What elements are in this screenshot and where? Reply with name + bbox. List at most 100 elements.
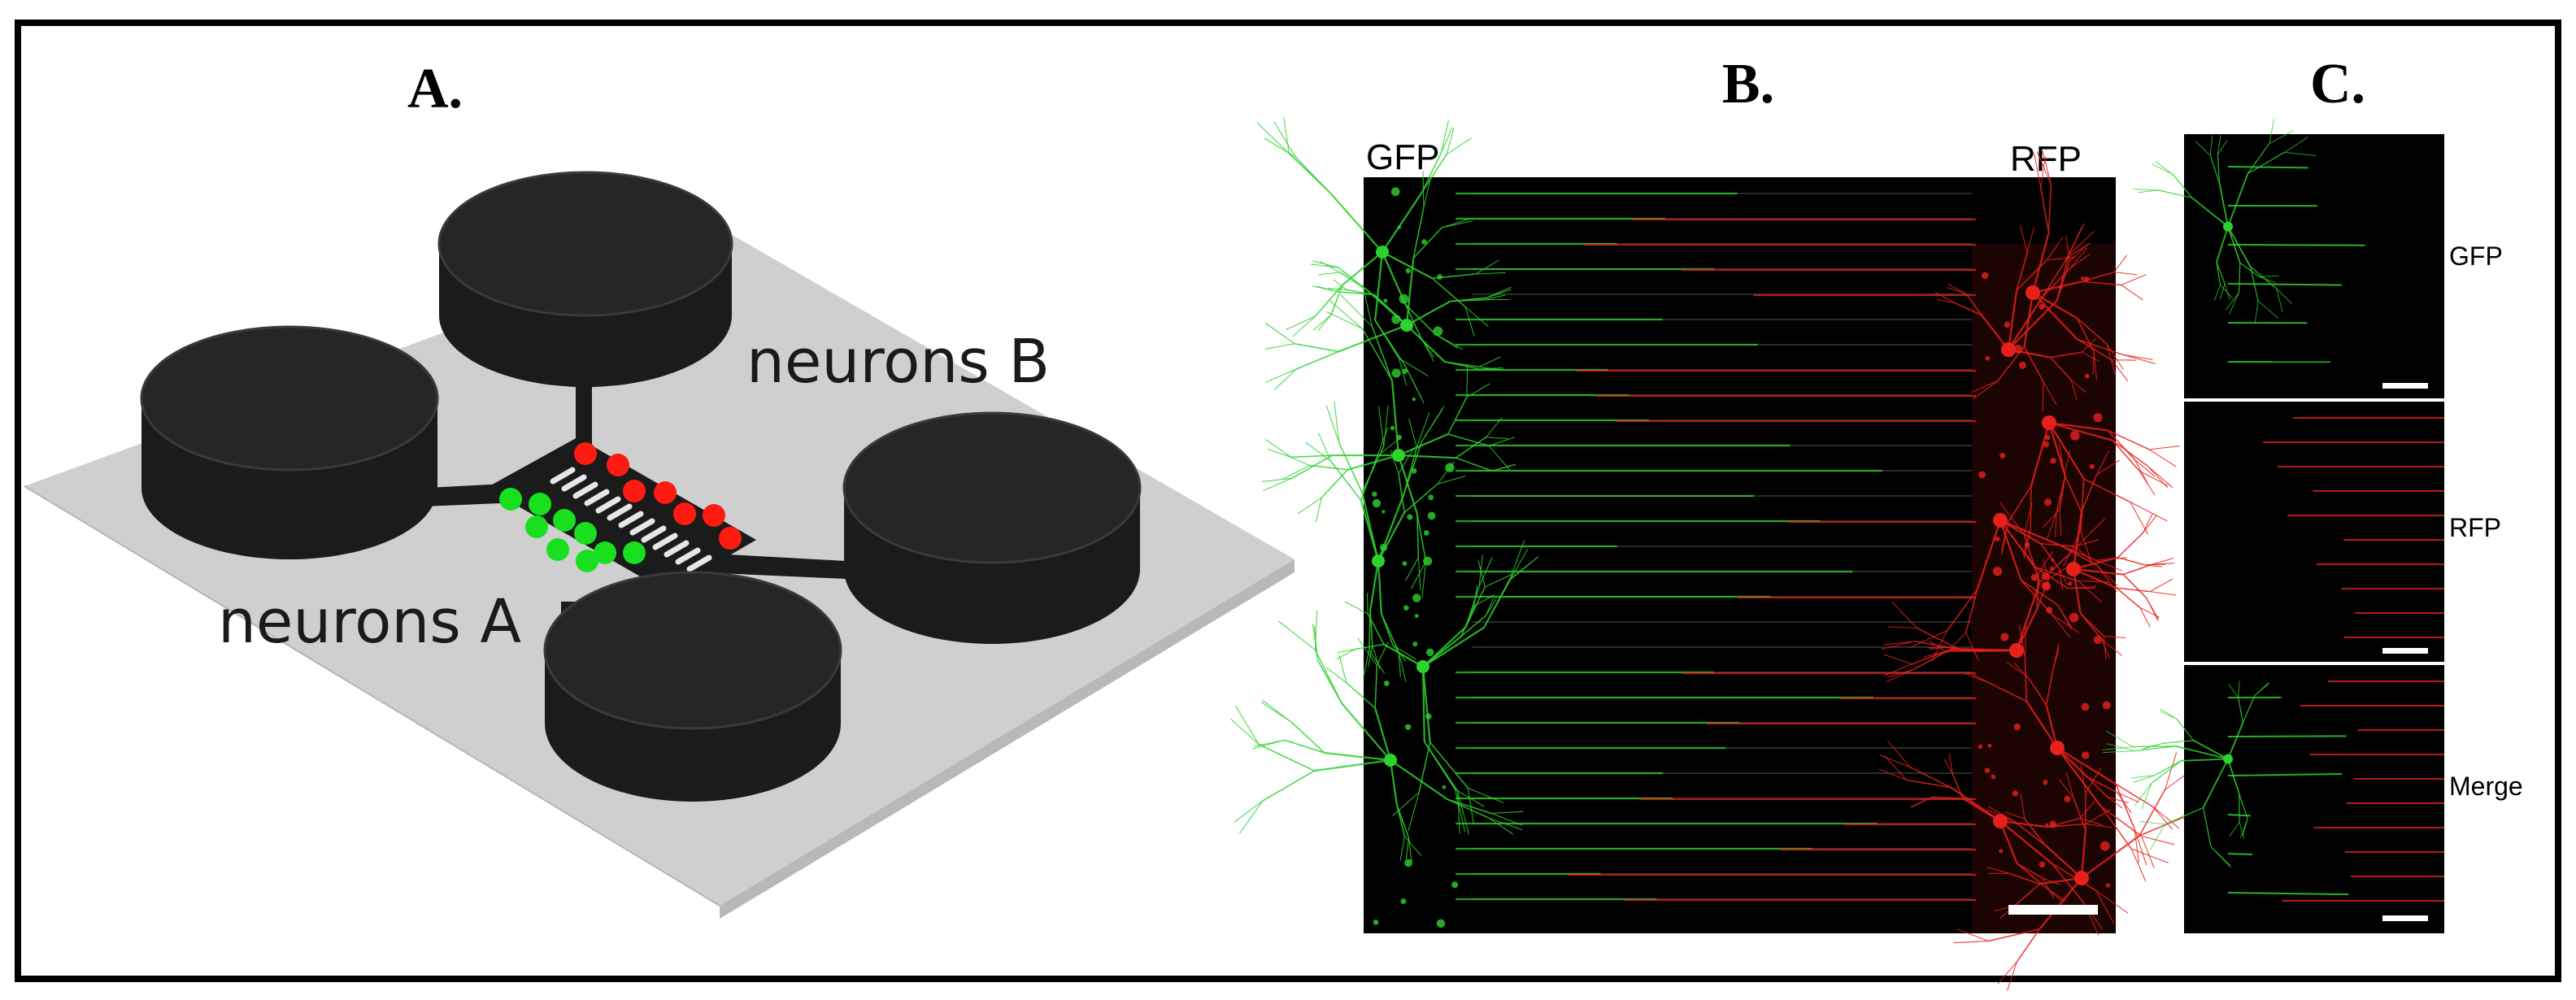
fluorescence-texture: [1398, 473, 1405, 513]
fluorescence-texture: [2095, 450, 2110, 476]
fluorescence-texture: [1371, 326, 1393, 381]
fluorescence-texture: [2046, 607, 2053, 614]
fluorescence-texture: [1389, 759, 1398, 805]
fluorescence-texture: [1999, 520, 2042, 545]
fluorescence-texture: [2121, 274, 2147, 286]
fluorescence-texture: [2115, 783, 2153, 807]
fluorescence-texture: [1390, 425, 1395, 431]
fluorescence-texture: [1932, 796, 1964, 800]
fluorescence-texture: [1404, 304, 1436, 335]
fluorescence-texture: [2019, 361, 2026, 369]
fluorescence-texture: [2032, 292, 2078, 341]
fluorescence-texture: [1910, 796, 1933, 807]
panel-b-gfp-label: GFP: [1366, 137, 1439, 177]
fluorescence-texture: [2058, 285, 2063, 289]
fluorescence-texture: [1999, 502, 2025, 535]
fluorescence-texture: [2149, 824, 2165, 850]
fluorescence-texture: [1403, 836, 1422, 856]
fluorescence-texture: [2116, 587, 2141, 608]
fluorescence-texture: [2164, 752, 2178, 790]
fluorescence-texture: [2043, 381, 2057, 406]
fluorescence-texture: [2043, 885, 2064, 902]
fluorescence-texture: [2227, 759, 2240, 794]
fluorescence-texture: [2139, 789, 2166, 837]
fluorescence-texture: [1374, 320, 1400, 359]
fluorescence-texture: [2102, 701, 2111, 710]
fluorescence-texture: [2073, 556, 2118, 571]
fluorescence-texture: [1398, 454, 1456, 459]
fluorescence-texture: [1399, 293, 1409, 304]
fluorescence-texture: [2122, 574, 2147, 599]
fluorescence-texture: [2044, 844, 2082, 879]
fluorescence-texture: [2043, 780, 2048, 785]
fluorescence-texture: [1292, 315, 1316, 337]
fluorescence-texture: [2023, 346, 2044, 383]
fluorescence-texture: [2017, 863, 2043, 879]
fluorescence-texture: [2046, 237, 2064, 261]
fluorescence-texture: [1486, 417, 1503, 438]
fluorescence-texture: [1326, 311, 1363, 329]
fluorescence-texture: [2013, 820, 2046, 846]
fluorescence-texture: [2079, 800, 2095, 819]
fluorescence-texture: [1447, 433, 1490, 447]
fluorescence-texture: [2276, 288, 2292, 304]
fluorescence-texture: [1290, 454, 1333, 459]
fluorescence-texture: [1377, 560, 1382, 614]
fluorescence-texture: [1321, 469, 1349, 498]
fluorescence-texture: [1297, 497, 1322, 515]
fluorescence-texture: [2050, 458, 2056, 464]
fluorescence-texture: [2224, 283, 2230, 301]
fluorescence-texture: [2133, 189, 2159, 191]
fluorescence-texture: [1437, 476, 1466, 485]
fluorescence-texture: [1990, 683, 2027, 702]
fluorescence-texture: [2039, 876, 2082, 885]
fluorescence-texture: [1988, 806, 2014, 822]
fluorescence-texture: [2018, 624, 2026, 658]
fluorescence-texture: [1374, 665, 1378, 709]
fluorescence-texture: [1485, 598, 1495, 616]
fluorescence-texture: [2165, 807, 2204, 825]
neurons-b-label: neurons B: [746, 327, 1050, 397]
fluorescence-texture: [2141, 836, 2155, 868]
fluorescence-texture: [1465, 586, 1486, 628]
fluorescence-texture: [1344, 601, 1368, 615]
fluorescence-texture: [2026, 701, 2058, 749]
fluorescence-texture: [2143, 515, 2157, 533]
fluorescence-texture: [2081, 276, 2085, 280]
panel-c-gfp-label: GFP: [2449, 241, 2503, 271]
fluorescence-texture: [1917, 627, 1959, 650]
fluorescence-texture: [2101, 638, 2110, 659]
fluorescence-texture: [1424, 741, 1459, 792]
fluorescence-texture: [1464, 307, 1475, 337]
fluorescence-texture: [1390, 187, 1400, 197]
neurons-a-dots: [499, 488, 646, 572]
fluorescence-texture: [2040, 156, 2046, 188]
fluorescence-texture: [2134, 459, 2149, 485]
fluorescence-texture: [2149, 449, 2177, 467]
fluorescence-texture: [2149, 446, 2180, 450]
fluorescence-texture: [2121, 285, 2143, 301]
fluorescence-texture: [1284, 739, 1325, 754]
fluorescence-texture: [1943, 759, 1953, 775]
fluorescence-texture: [2134, 783, 2152, 806]
fluorescence-texture: [2008, 872, 2040, 885]
fluorescence-texture: [1467, 788, 1474, 824]
fluorescence-texture: [2052, 863, 2097, 892]
fluorescence-texture: [2143, 513, 2153, 533]
fluorescence-texture: [2143, 742, 2163, 750]
fluorescence-texture: [1277, 620, 1316, 650]
fluorescence-texture: [2076, 513, 2083, 547]
fluorescence-texture: [2238, 263, 2241, 293]
fluorescence-texture: [2226, 292, 2239, 311]
fluorescence-texture: [1947, 286, 1967, 294]
fluorescence-texture: [2030, 573, 2039, 581]
fluorescence-texture: [2130, 848, 2147, 882]
fluorescence-texture: [2004, 811, 2026, 820]
fluorescence-texture: [1418, 741, 1431, 793]
micrograph-c-signal: [2102, 119, 2444, 902]
fluorescence-texture: [1431, 277, 1466, 308]
fluorescence-texture: [1347, 454, 1399, 471]
fluorescence-texture: [2254, 682, 2269, 696]
fluorescence-texture: [1368, 650, 1385, 674]
fluorescence-texture: [2228, 684, 2239, 698]
